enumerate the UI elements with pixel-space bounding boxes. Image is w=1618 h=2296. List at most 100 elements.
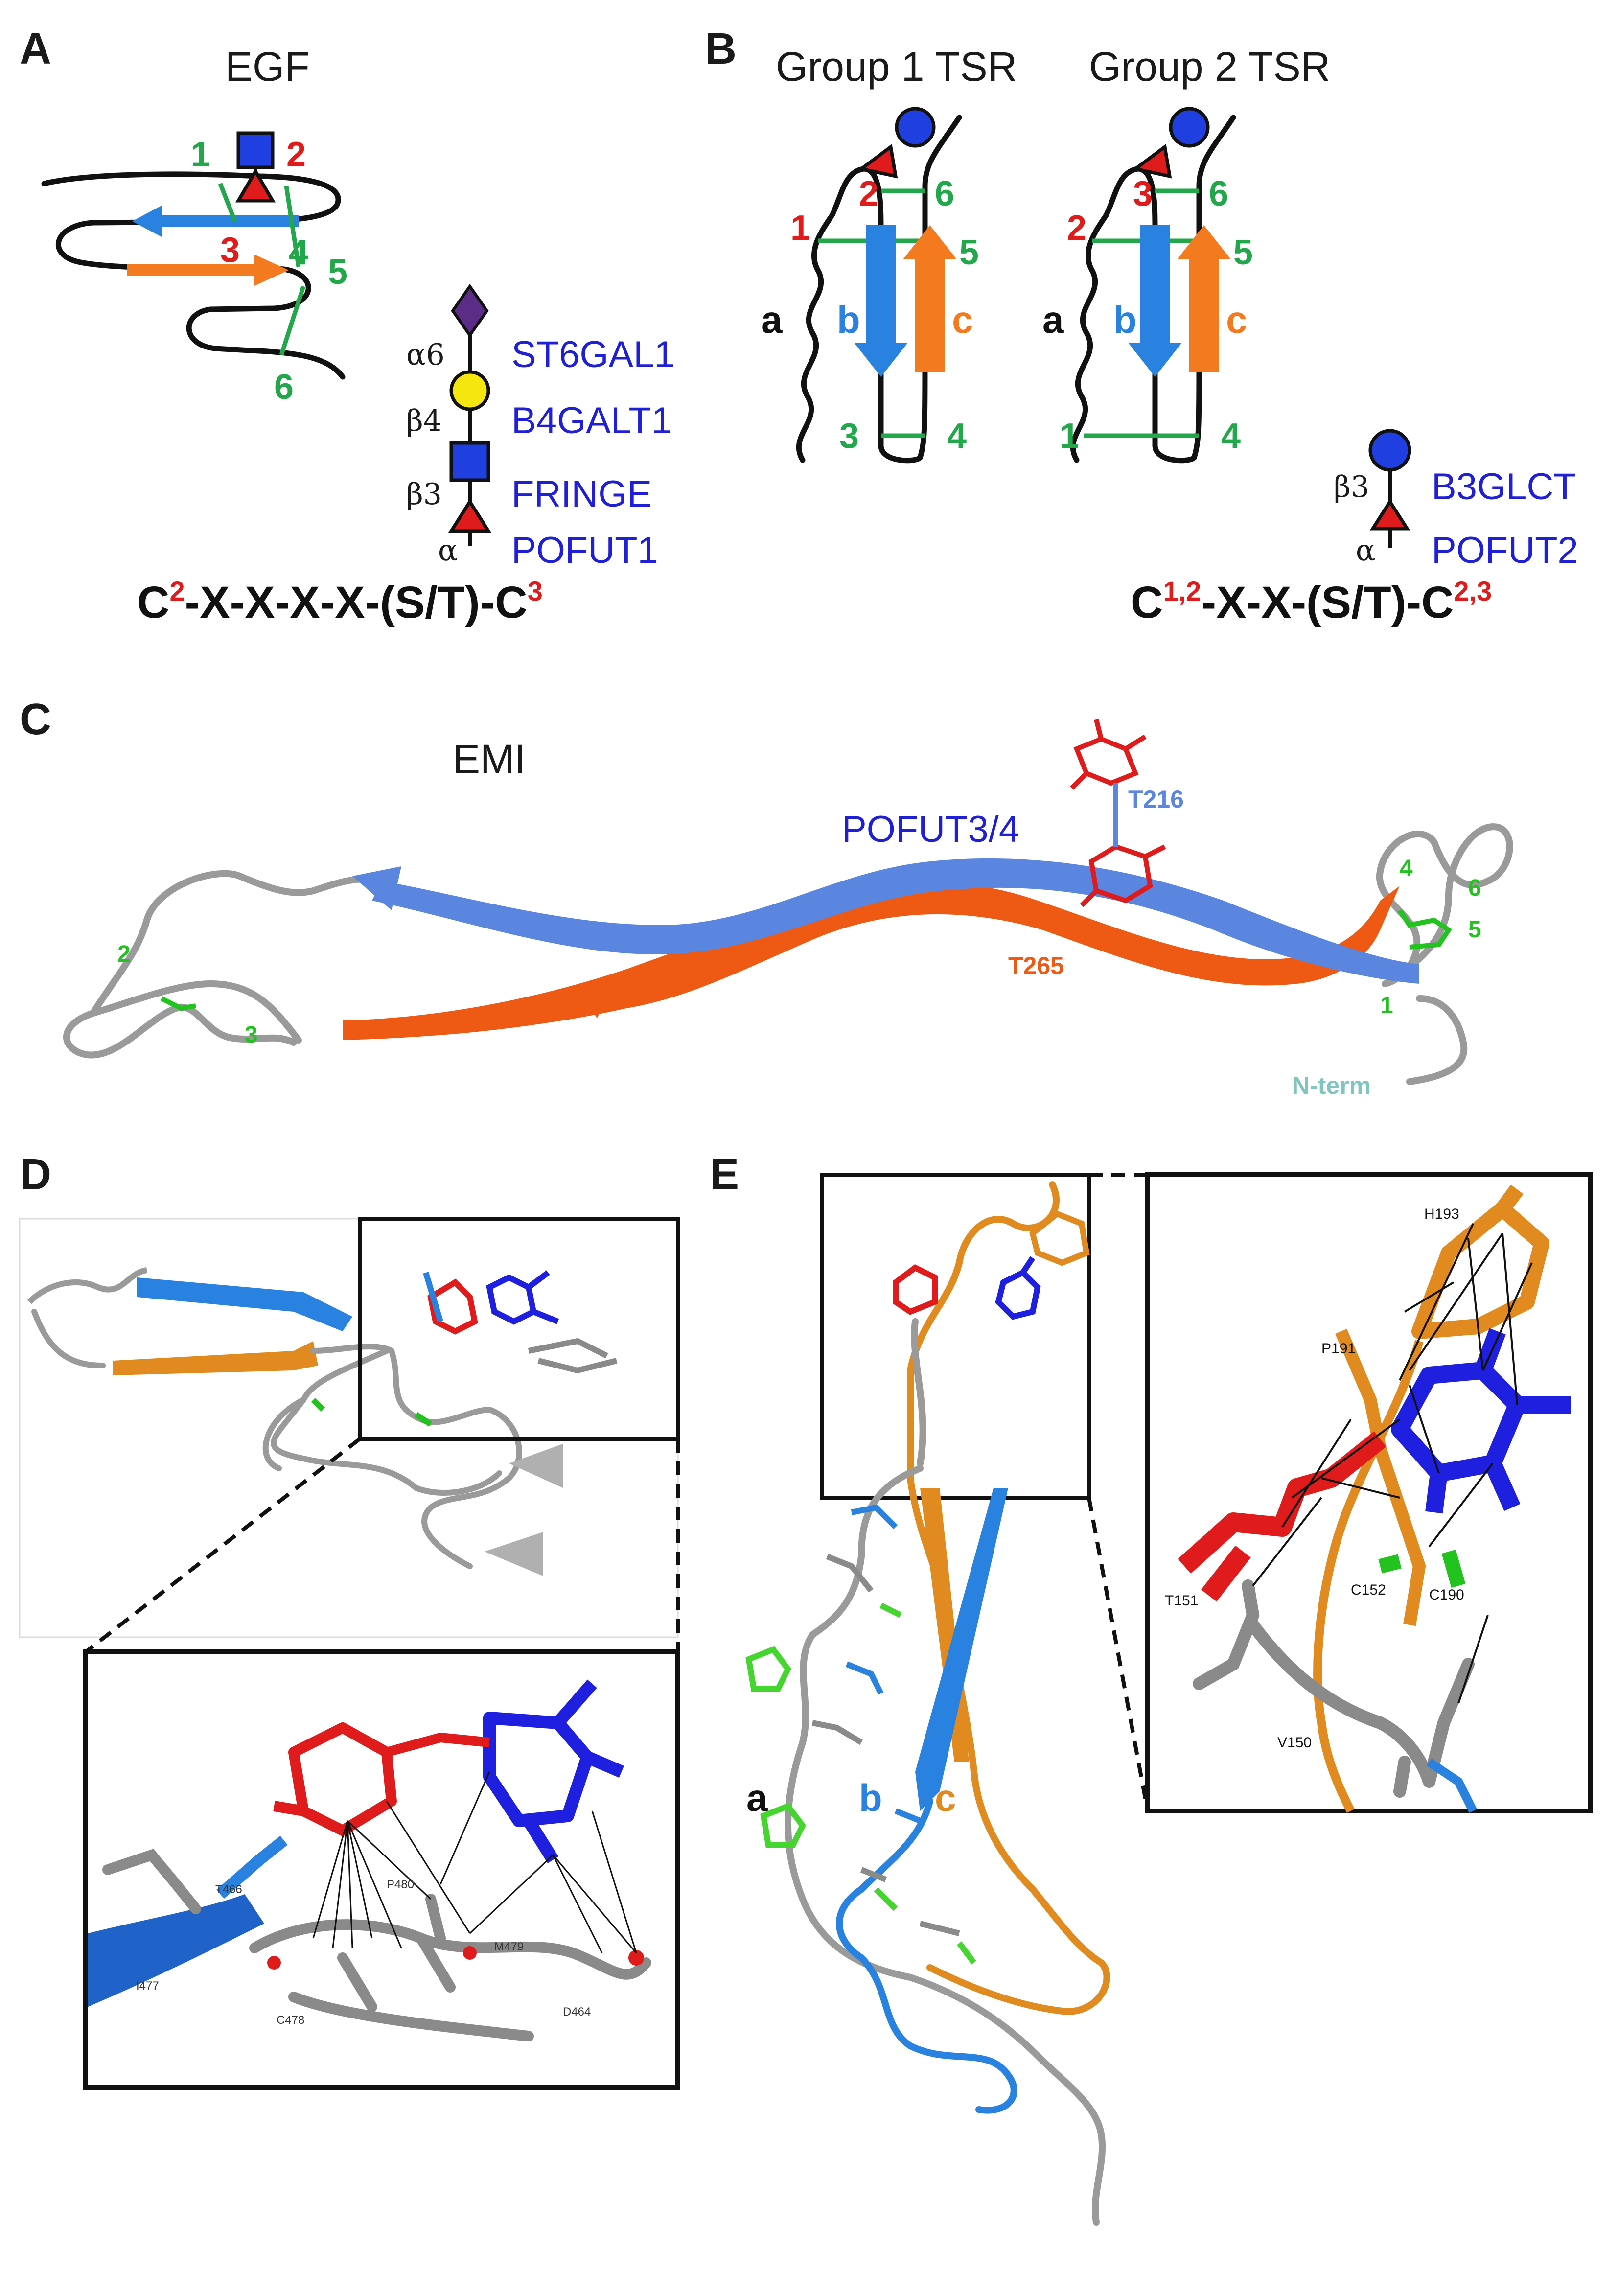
g1-strand-c [903, 225, 957, 372]
egf-glcnac-square-icon [236, 131, 275, 169]
sialic-acid-diamond-icon [451, 283, 489, 338]
emi-cys-6: 6 [1468, 875, 1481, 901]
egf-disulfide-2-4 [284, 186, 301, 267]
emi-cys-5: 5 [1468, 917, 1481, 943]
glcnac-square-icon [449, 441, 490, 482]
g1-strand-b-label: b [837, 298, 860, 341]
enzyme-pofut3-4: POFUT3/4 [842, 809, 1019, 850]
panel-a-title: EGF [225, 44, 310, 90]
g2-cys-3: 3 [1133, 174, 1153, 213]
residue-h193: H193 [1424, 1206, 1459, 1222]
linkage-beta3: β3 [406, 477, 442, 511]
panel-c-label: C [20, 695, 51, 744]
g1-glucose-circle-icon [895, 107, 936, 148]
group1-tsr-diagram [796, 107, 962, 464]
egf-cys-4: 4 [289, 233, 308, 272]
panel-a-label: A [20, 24, 51, 73]
fucose-triangle-icon [1369, 498, 1410, 531]
g2-glucose-circle-icon [1169, 107, 1210, 148]
g1-cys-5: 5 [959, 233, 979, 272]
residue-c478: C478 [277, 2014, 304, 2027]
panel-e-zoom-box [820, 1173, 1091, 1500]
galactose-circle-icon [449, 370, 490, 411]
panel-d-inset-structure [88, 1679, 651, 2041]
enzyme-pofut2: POFUT2 [1432, 530, 1578, 571]
panel-d-overview-structure [27, 1267, 618, 1576]
residue-m479: M479 [494, 1940, 524, 1953]
panel-d-label: D [20, 1150, 51, 1199]
g2-fucose-triangle-icon [1131, 143, 1172, 179]
g2-cys-1: 1 [1060, 417, 1079, 456]
tsr-consensus-motif: C1,2-X-X-(S/T)-C2,3 [1131, 576, 1492, 627]
linkage-beta3-tsr: β3 [1334, 470, 1369, 504]
residue-t466: T466 [215, 1883, 242, 1896]
linkage-alpha: α [438, 533, 458, 568]
fucose-triangle-icon [448, 498, 492, 533]
panel-e-inset-structure [1178, 1184, 1571, 1813]
linkage-beta4: β4 [406, 404, 442, 438]
panel-b-label: B [705, 24, 737, 73]
panel-d: D [19, 1150, 680, 2090]
emi-cys-4: 4 [1400, 856, 1413, 881]
egf-disulfide-1-3 [218, 183, 237, 222]
tsr-glycan-chain [1368, 429, 1411, 548]
panel-c-title: EMI [453, 736, 526, 782]
panel-e-inset [1145, 1172, 1593, 1813]
egf-fucose-triangle-icon [235, 168, 276, 203]
e-strand-a-label: a [746, 1776, 768, 1819]
residue-c152: C152 [1351, 1582, 1386, 1598]
g2-cys-6: 6 [1209, 174, 1228, 213]
egf-cys-6: 6 [274, 368, 294, 407]
n-term-label: N-term [1292, 1072, 1371, 1099]
residue-t216: T216 [1128, 786, 1184, 813]
g2-cys-2: 2 [1067, 209, 1086, 248]
residue-c190: C190 [1429, 1587, 1464, 1603]
egf-fold-diagram [41, 131, 346, 380]
egf-cys-2: 2 [286, 135, 306, 174]
g1-cys-1: 1 [790, 209, 810, 248]
g1-strand-c-label: c [952, 298, 973, 341]
g1-strand-a-label: a [761, 298, 783, 341]
residue-p191: P191 [1321, 1341, 1356, 1357]
residue-t265: T265 [1008, 952, 1064, 979]
emi-cys-1: 1 [1380, 993, 1393, 1019]
g2-strand-c [1177, 225, 1231, 372]
egf-consensus-motif: C2-X-X-X-X-(S/T)-C3 [137, 576, 543, 627]
g1-fucose-triangle-icon [857, 143, 898, 179]
group2-tsr-diagram [1070, 107, 1236, 464]
residue-d464: D464 [563, 2005, 591, 2018]
enzyme-fringe: FRINGE [511, 473, 652, 515]
residue-p480: P480 [387, 1878, 414, 1891]
glucose-circle-icon [1368, 429, 1411, 472]
emi-cys-2: 2 [117, 941, 131, 967]
residue-t151: T151 [1165, 1593, 1198, 1609]
emi-ribbon [63, 719, 1513, 1085]
residue-v150: V150 [1277, 1735, 1312, 1751]
egf-cys-5: 5 [328, 253, 347, 292]
enzyme-b3glct: B3GLCT [1432, 466, 1576, 508]
residue-i477: I477 [136, 1979, 159, 1993]
panel-c: C EMI POFUT3/4 T216 T265 1 [20, 695, 1513, 1099]
enzyme-st6gal1: ST6GAL1 [511, 334, 675, 375]
egf-cys-1: 1 [191, 135, 210, 174]
emi-orange-strand [343, 882, 1400, 1040]
panel-a: A EGF 1 2 3 4 5 6 α6 β4 β3 α [20, 24, 675, 627]
linkage-alpha-tsr: α [1356, 533, 1376, 568]
panel-e-overview-structure [745, 1181, 1110, 2226]
g2-cys-4: 4 [1221, 417, 1241, 456]
panel-d-zoom-box [358, 1217, 680, 1441]
g1-cys-4: 4 [947, 417, 967, 456]
panel-b: B Group 1 TSR Group 2 TSR 1 2 6 5 3 4 a … [705, 24, 1578, 627]
egf-cys-3: 3 [220, 231, 240, 270]
enzyme-b4galt1: B4GALT1 [511, 400, 672, 441]
g1-cys-6: 6 [935, 174, 954, 213]
emi-cys-3: 3 [245, 1022, 258, 1048]
g1-strand-b [854, 225, 908, 377]
linkage-alpha6: α6 [406, 338, 445, 372]
g1-cys-3: 3 [839, 417, 859, 456]
enzyme-pofut1: POFUT1 [511, 530, 658, 571]
egf-beta-strand-orange [127, 255, 289, 286]
emi-blue-strand [372, 858, 1419, 984]
g2-strand-b [1128, 225, 1182, 377]
